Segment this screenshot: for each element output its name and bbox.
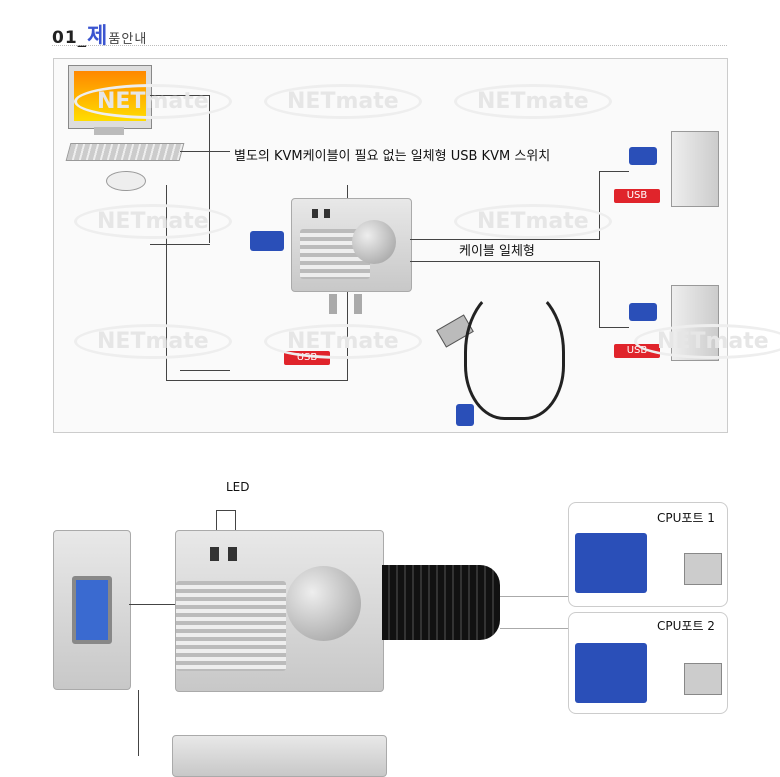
pc1-cable [410, 239, 600, 240]
keyboard-cable [180, 151, 230, 371]
pc-tower-icon [671, 131, 719, 207]
usb-badge: USB [614, 189, 660, 203]
kvm-switch-image [291, 198, 412, 292]
integrated-cable-image [382, 565, 500, 640]
vga-connector-icon [629, 147, 657, 165]
pc2-cable [410, 261, 600, 262]
cpu-port-1-label: CPU포트 1 [657, 511, 715, 525]
watermark: NETmate [454, 84, 612, 119]
pointer-line [129, 604, 175, 605]
pc1-cable [599, 171, 600, 239]
watermark: NETmate [264, 84, 422, 119]
section-rest: 품안내 [108, 32, 148, 47]
usb-plug-icon [354, 294, 362, 314]
led-pointer [216, 510, 236, 537]
led-label: LED [226, 480, 250, 494]
monitor-icon [68, 65, 152, 129]
vga-port-side-image [53, 530, 131, 690]
vga-connector-icon [250, 231, 284, 251]
usb-plug-icon [329, 294, 337, 314]
pc-tower-icon [671, 285, 719, 361]
pc1-cable [599, 171, 629, 172]
usb-badge: USB [284, 351, 330, 365]
section-title: 01_제품안내 [52, 18, 147, 50]
monitor-cable [150, 95, 210, 245]
pointer-line [500, 628, 568, 629]
cable-loop [464, 284, 565, 420]
cpu-port-1-image: CPU포트 1 [568, 502, 728, 607]
monitor-cable [209, 95, 211, 243]
diagram-headline: 별도의 KVM케이블이 필요 없는 일체형 USB KVM 스위치 [234, 149, 551, 164]
divider [52, 45, 727, 46]
pc2-cable [599, 327, 629, 328]
connection-diagram: NETmate NETmate NETmate NETmate NETmate … [53, 58, 780, 433]
pointer-line [500, 596, 568, 597]
section-number: 01_ [52, 28, 88, 48]
vga-connector-icon [629, 303, 657, 321]
mouse-icon [106, 171, 146, 191]
vga-connector-icon [456, 404, 474, 426]
cpu-port-2-image: CPU포트 2 [568, 612, 728, 714]
kvm-switch-bottom-image [172, 735, 387, 777]
pointer-line [138, 690, 139, 756]
monitor-stand [94, 127, 124, 135]
cpu-port-2-label: CPU포트 2 [657, 619, 715, 633]
pc2-cable [599, 261, 600, 327]
kvm-switch-detail-image [175, 530, 384, 692]
section-accent: 제 [87, 24, 109, 49]
cable-label: 케이블 일체형 [459, 244, 535, 259]
watermark: NETmate [454, 204, 612, 239]
usb-badge: USB [614, 344, 660, 358]
